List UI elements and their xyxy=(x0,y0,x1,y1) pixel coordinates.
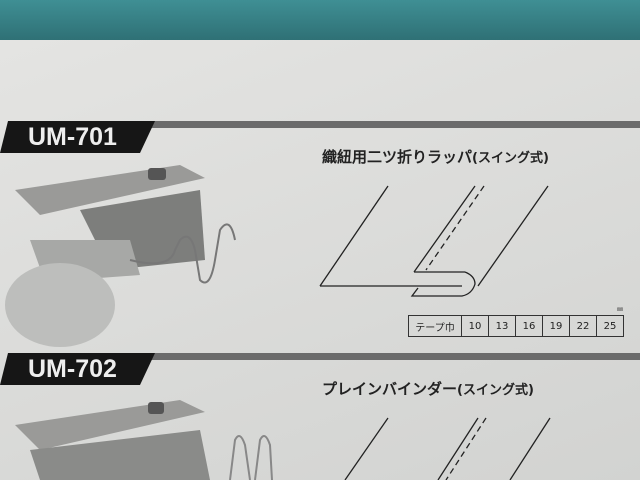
table-cell: 22 xyxy=(569,315,597,337)
table-cell: 25 xyxy=(596,315,624,337)
model-label-um-702: UM-702 xyxy=(0,353,155,385)
title-suffix: (スイング式) xyxy=(472,151,549,166)
table-header: テープ巾 xyxy=(408,315,462,337)
header-rule-2 xyxy=(150,353,640,360)
product-photo-um-702 xyxy=(15,400,273,480)
title-text: プレインバインダー xyxy=(322,380,458,398)
title-suffix: (スイング式) xyxy=(457,383,534,398)
product-photo-um-701 xyxy=(5,165,236,347)
background-top xyxy=(0,0,640,42)
product-title-1: 織紐用二ツ折りラッパ(スイング式) xyxy=(322,146,549,167)
header-rule-1 xyxy=(150,121,640,128)
model-label-um-701: UM-701 xyxy=(0,121,155,153)
unit-label: ㎜ xyxy=(617,306,624,313)
tape-width-table: テープ巾 10 13 16 19 22 25 xyxy=(408,315,624,337)
table-cell: 13 xyxy=(488,315,516,337)
fold-diagram-1 xyxy=(319,185,549,297)
title-text: 織紐用二ツ折りラッパ xyxy=(322,148,473,166)
product-title-2: プレインバインダー(スイング式) xyxy=(322,378,534,399)
table-cell: 19 xyxy=(542,315,570,337)
table-cell: 16 xyxy=(515,315,543,337)
table-cell: 10 xyxy=(461,315,489,337)
fold-diagram-2 xyxy=(344,417,551,480)
